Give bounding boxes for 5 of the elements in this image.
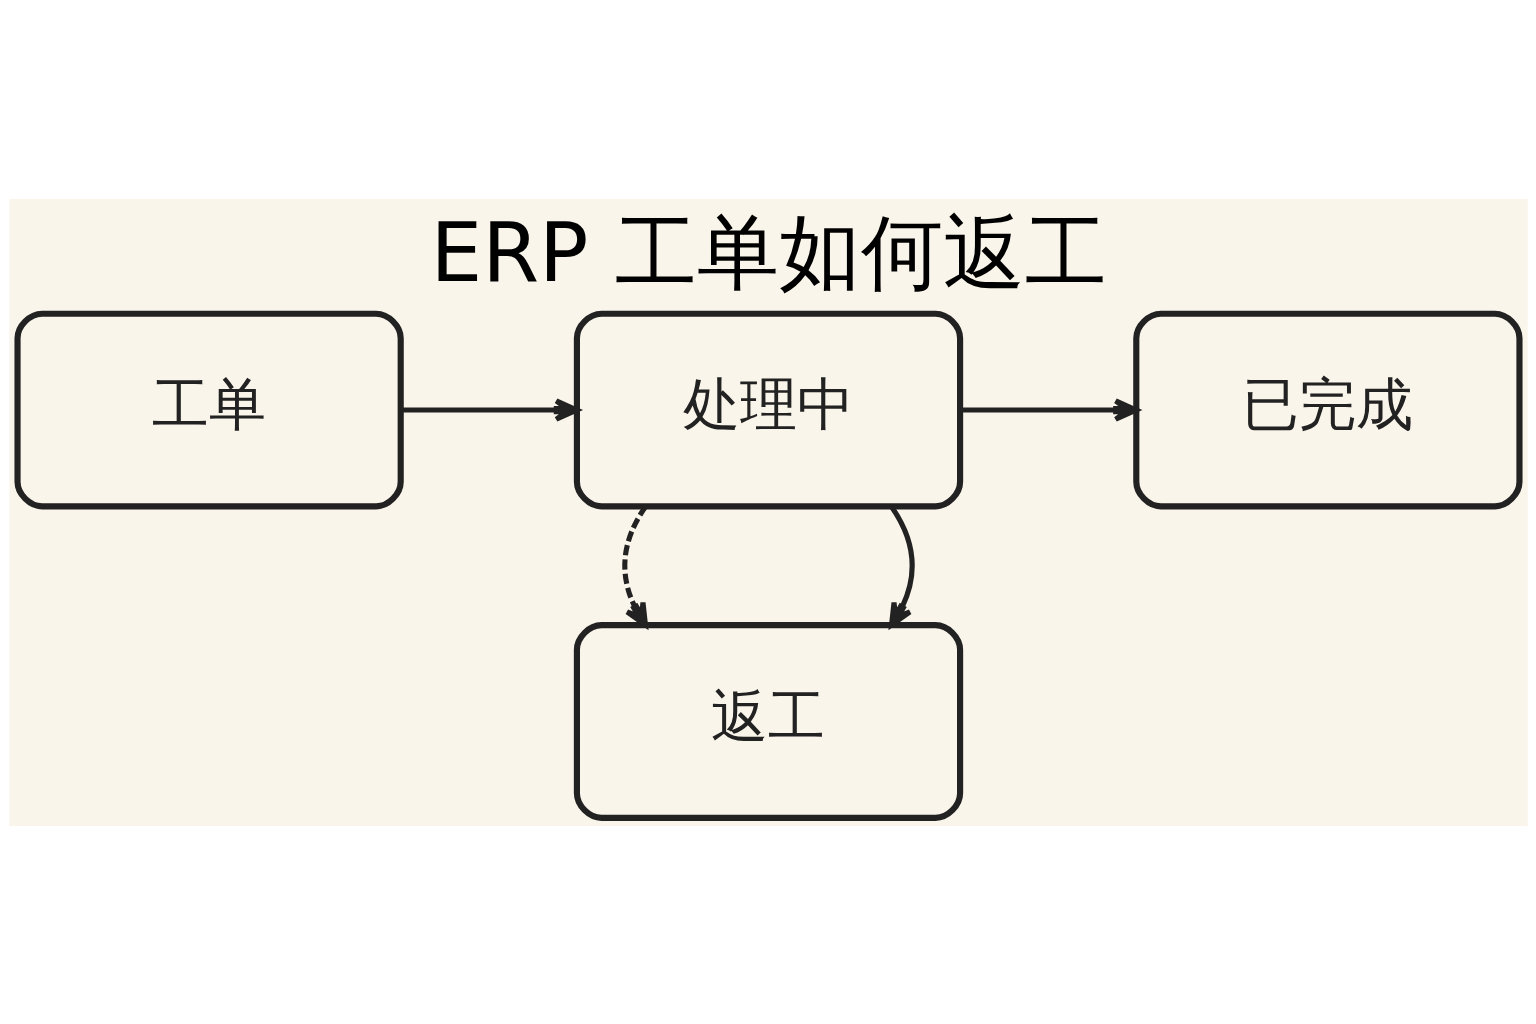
node-box: 已完成 bbox=[1132, 310, 1523, 509]
node-box: 返工 bbox=[573, 621, 963, 821]
node-box: 处理中 bbox=[573, 310, 963, 509]
diagram-title: ERP 工单如何返工 bbox=[429, 204, 1107, 300]
node-box: 工单 bbox=[13, 310, 404, 509]
